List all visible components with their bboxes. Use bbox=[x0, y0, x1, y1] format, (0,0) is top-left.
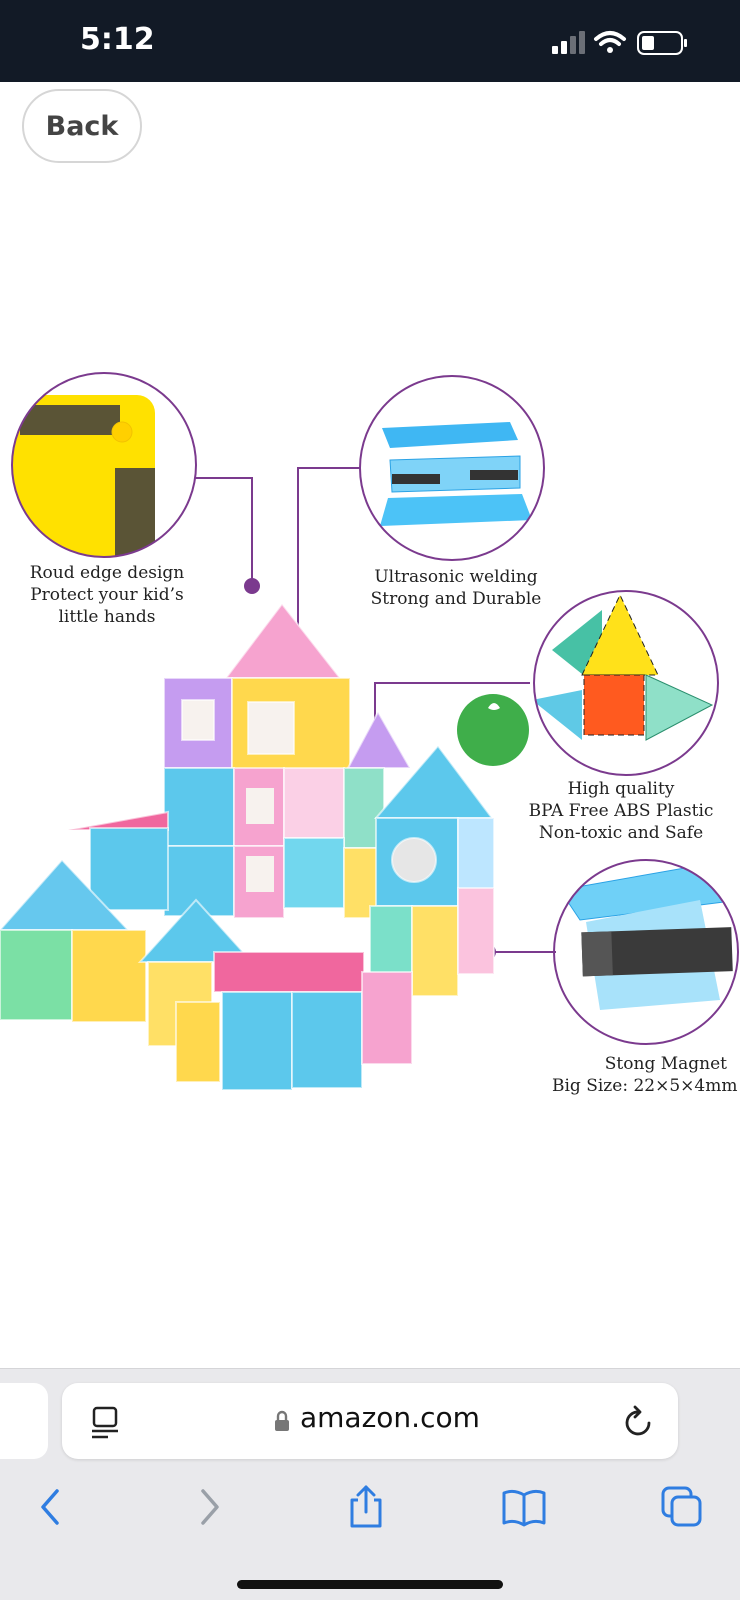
address-bar[interactable]: amazon.com bbox=[62, 1383, 678, 1459]
status-bar: 5:12 bbox=[0, 0, 740, 82]
url-text[interactable]: amazon.com bbox=[300, 1401, 480, 1434]
magnetic-tiles-castle bbox=[0, 602, 495, 1091]
lock-icon bbox=[275, 1410, 289, 1431]
signal-icon bbox=[552, 31, 585, 54]
deer-tile bbox=[246, 856, 274, 892]
browser-toolbar bbox=[0, 1477, 740, 1547]
page-menu-icon[interactable] bbox=[90, 1405, 120, 1439]
caption-round-edge: Roud edge design Protect your kid’s litt… bbox=[29, 563, 185, 627]
magnet-circle bbox=[553, 859, 739, 1045]
home-indicator bbox=[237, 1580, 503, 1589]
share-icon[interactable] bbox=[336, 1477, 396, 1537]
bookmarks-icon[interactable] bbox=[494, 1477, 554, 1537]
bpa-badge-text: BPA FREE bbox=[473, 1070, 513, 1104]
status-time: 5:12 bbox=[80, 22, 155, 57]
bpa-badge bbox=[457, 694, 529, 766]
back-button[interactable]: Back bbox=[22, 89, 142, 163]
wifi-icon bbox=[594, 31, 626, 53]
zebra-tile bbox=[246, 788, 274, 824]
quality-circle bbox=[533, 590, 719, 776]
leaf-icon bbox=[488, 703, 500, 710]
battery-icon bbox=[637, 31, 687, 55]
product-image: BPA FREE Roud edge design Protect your k… bbox=[0, 355, 740, 1115]
caption-quality: High quality BPA Free ABS Plastic Non-to… bbox=[528, 779, 714, 843]
status-icons bbox=[552, 31, 687, 55]
reload-icon[interactable] bbox=[624, 1405, 654, 1437]
welding-circle bbox=[359, 375, 545, 561]
tabs-icon[interactable] bbox=[652, 1477, 712, 1537]
browser-bar: amazon.com bbox=[0, 1368, 740, 1600]
forward-icon[interactable] bbox=[180, 1477, 240, 1537]
caption-magnet: Stong Magnet Big Size: 22×5×4mm bbox=[552, 1054, 738, 1096]
back-icon[interactable] bbox=[20, 1477, 80, 1537]
previous-tab[interactable] bbox=[0, 1383, 48, 1459]
product-illustration bbox=[0, 372, 739, 1091]
caption-welding: Ultrasonic welding Strong and Durable bbox=[370, 567, 542, 609]
round-edge-circle bbox=[11, 372, 197, 558]
